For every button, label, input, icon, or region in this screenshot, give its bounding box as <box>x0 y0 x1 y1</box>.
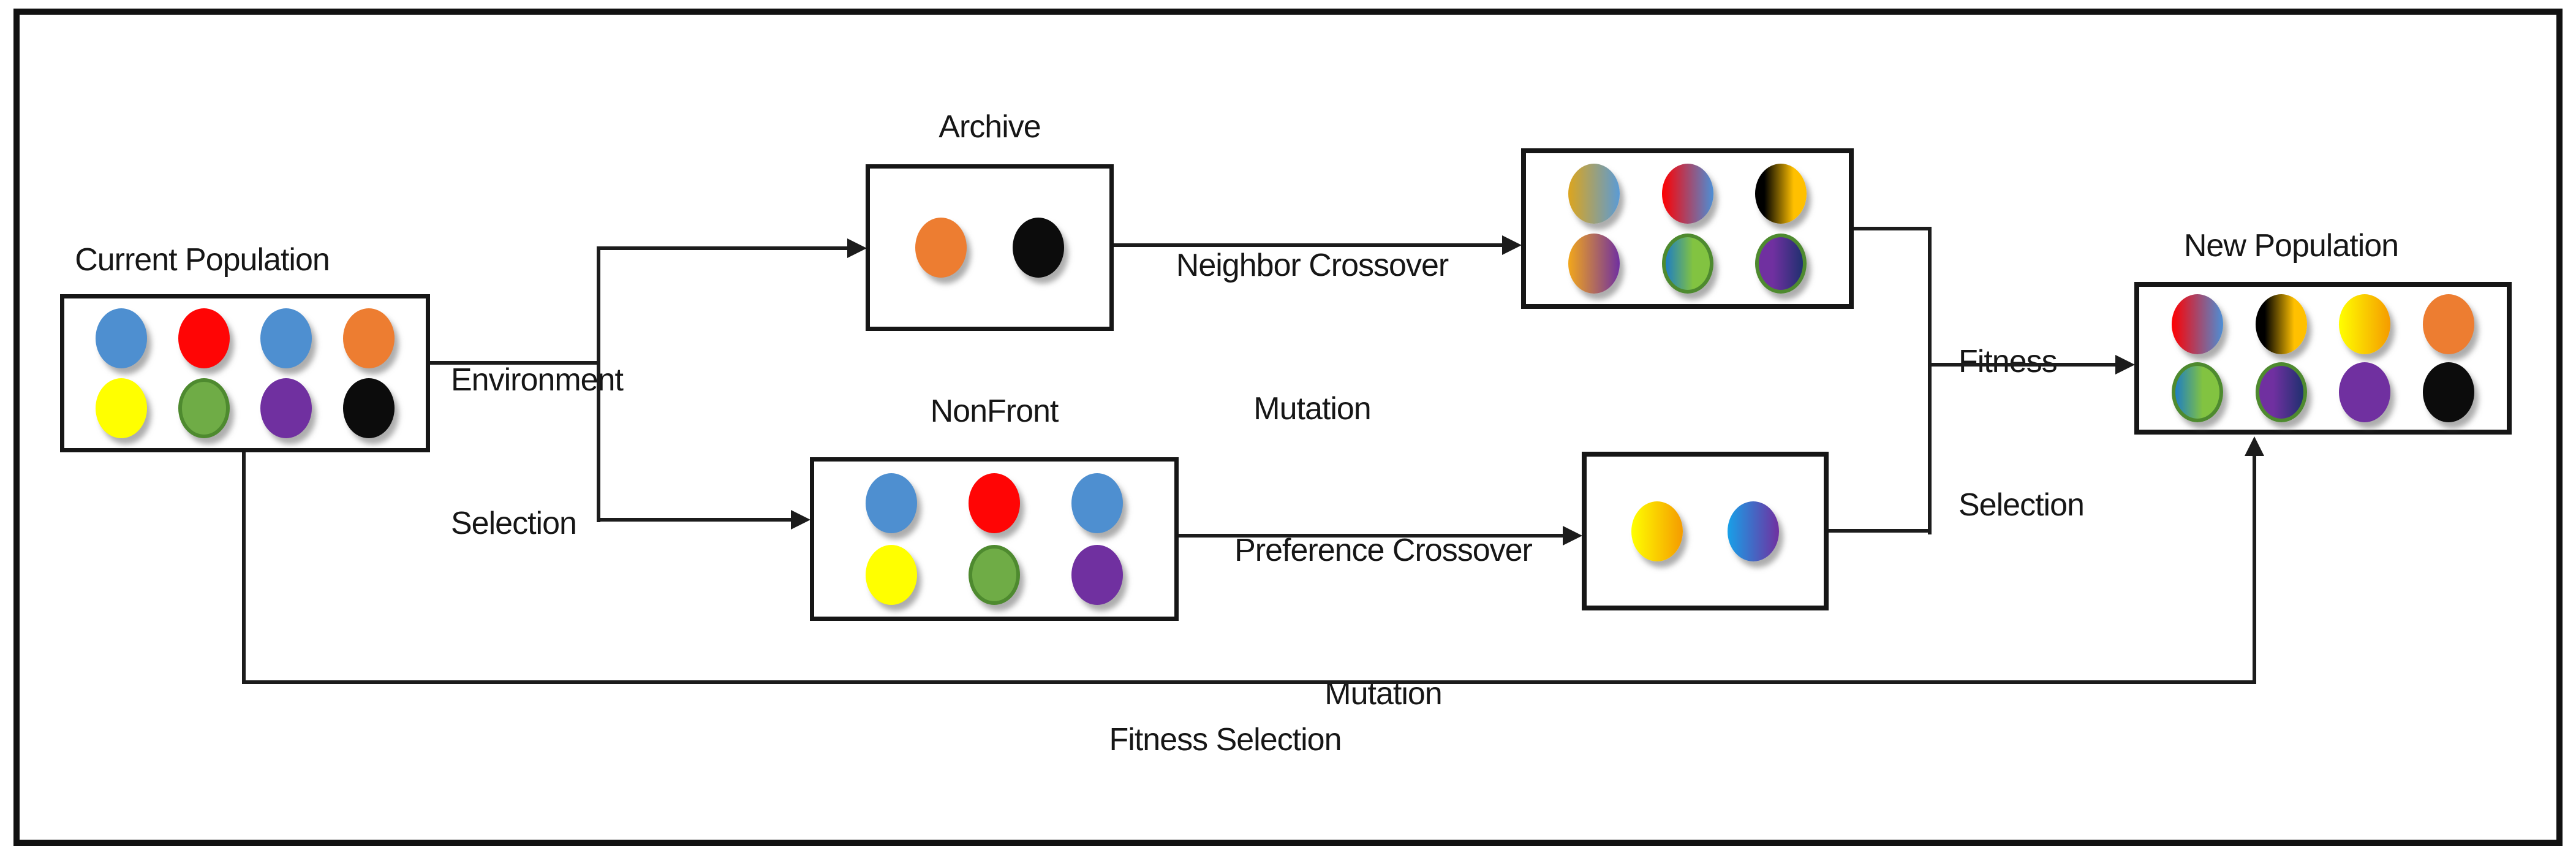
edge-feedback-up <box>2253 455 2256 684</box>
fitness-selection-bottom-label: Fitness Selection <box>1109 722 1342 758</box>
dot-row <box>2139 294 2507 355</box>
dot-row <box>2139 362 2507 422</box>
individual-dot-black <box>343 378 395 438</box>
individual-dot-red <box>178 308 230 368</box>
individual-dot-green <box>178 378 230 438</box>
individual-dot-orange <box>2423 294 2475 355</box>
individual-dot-grad-purple-navy <box>2255 362 2307 422</box>
edge-to-archive <box>599 246 850 250</box>
edge-fitness-selection-right <box>1930 363 2118 367</box>
arrowhead-into-neighbor-offspring <box>1502 235 1522 255</box>
current-population-box <box>60 294 430 452</box>
individual-dot-green <box>969 545 1020 605</box>
individual-dot-yellow <box>866 545 917 605</box>
outer-frame <box>13 9 2563 846</box>
archive-title: Archive <box>939 109 1041 145</box>
dot-row <box>64 378 426 438</box>
individual-dot-purple <box>1071 545 1123 605</box>
nonfront-dots <box>814 462 1174 617</box>
preference-offspring-dots <box>1587 457 1824 606</box>
individual-dot-grad-blue-purple <box>1728 501 1779 561</box>
individual-dot-orange <box>915 218 967 278</box>
edge-preference-offspring-out <box>1829 529 1932 533</box>
archive-box <box>866 164 1114 331</box>
individual-dot-purple <box>260 378 312 438</box>
preference-crossover-line1: Preference Crossover <box>1234 533 1533 568</box>
environment-selection-line1: Environment <box>451 362 624 398</box>
individual-dot-grad-purple-navy <box>1755 234 1807 294</box>
individual-dot-orange <box>343 308 395 368</box>
individual-dot-grad-black-gold <box>1755 163 1807 224</box>
environment-selection-line2: Selection <box>451 506 577 541</box>
neighbor-offspring-dots <box>1526 153 1849 304</box>
individual-dot-red <box>969 473 1020 533</box>
current-population-title: Current Population <box>75 242 330 278</box>
preference-offspring-box <box>1582 452 1829 610</box>
individual-dot-blue <box>260 308 312 368</box>
arrowhead-into-nonfront <box>791 510 810 530</box>
individual-dot-grad-gold-purple <box>1568 234 1620 294</box>
edge-preference-crossover <box>1179 534 1565 538</box>
arrowhead-into-new-population <box>2115 355 2135 374</box>
fitness-selection-right-label: Fitness Selection <box>1958 242 2085 625</box>
new-population-dots <box>2139 287 2507 430</box>
arrowhead-into-archive <box>847 238 867 258</box>
individual-dot-grad-blue-green <box>1661 234 1713 294</box>
neighbor-crossover-label: Neighbor Crossover Mutation <box>1128 146 1496 528</box>
dot-row <box>814 473 1174 533</box>
individual-dot-yellow <box>95 378 147 438</box>
edge-branch-vertical <box>597 246 600 522</box>
neighbor-offspring-box <box>1521 148 1854 309</box>
edge-cp-out <box>429 361 600 365</box>
archive-dots <box>870 169 1109 327</box>
dot-row <box>1526 234 1849 294</box>
edge-neighbor-offspring-out <box>1854 227 1932 230</box>
edge-to-nonfront <box>599 518 793 522</box>
individual-dot-grad-yellow-orange <box>2339 294 2391 355</box>
individual-dot-black <box>1012 218 1064 278</box>
individual-dot-grad-yellow-orange <box>1631 501 1683 561</box>
arrowhead-up-into-new-population <box>2245 436 2264 456</box>
dot-row <box>870 218 1109 278</box>
individual-dot-blue <box>866 473 917 533</box>
individual-dot-grad-red-blue <box>1661 163 1713 224</box>
edge-neighbor-crossover <box>1114 243 1505 247</box>
dot-row <box>1526 163 1849 224</box>
edge-feedback-down <box>242 452 246 684</box>
current-population-dots <box>64 298 426 448</box>
dot-row <box>64 308 426 368</box>
individual-dot-blue <box>1071 473 1123 533</box>
environment-selection-label: Environment Selection <box>451 260 624 643</box>
individual-dot-blue <box>95 308 147 368</box>
individual-dot-purple <box>2339 362 2391 422</box>
individual-dot-grad-gold-blue <box>1568 163 1620 224</box>
new-population-title: New Population <box>2183 228 2399 264</box>
fitness-selection-right-line2: Selection <box>1958 487 2085 523</box>
edge-junction-vertical <box>1928 227 1932 534</box>
individual-dot-grad-black-gold <box>2255 294 2307 355</box>
fitness-selection-right-line1: Fitness <box>1958 344 2058 379</box>
neighbor-crossover-line1: Neighbor Crossover <box>1176 248 1449 283</box>
preference-crossover-line2: Mutation <box>1324 676 1442 712</box>
dot-row <box>1587 501 1824 561</box>
arrowhead-into-preference-offspring <box>1563 526 1582 545</box>
new-population-box <box>2134 282 2512 435</box>
neighbor-crossover-line2: Mutation <box>1253 391 1371 427</box>
dot-row <box>814 545 1174 605</box>
nonfront-box <box>810 457 1179 621</box>
individual-dot-grad-blue-green <box>2171 362 2223 422</box>
individual-dot-black <box>2423 362 2475 422</box>
individual-dot-grad-red-blue <box>2171 294 2223 355</box>
edge-feedback-bottom <box>242 680 2256 684</box>
nonfront-title: NonFront <box>930 393 1059 429</box>
